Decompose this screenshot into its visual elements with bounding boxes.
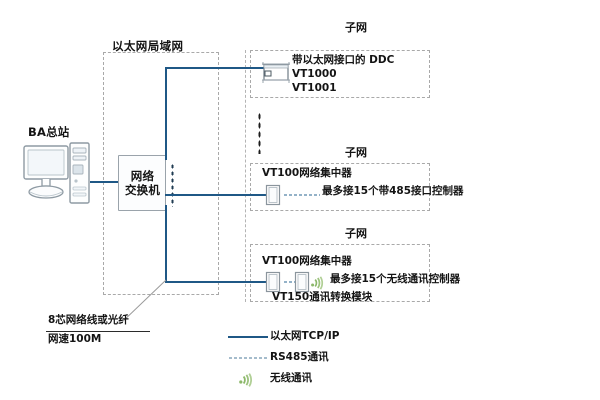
vt150-converter-module-icon bbox=[294, 271, 310, 293]
subnet-column-guide bbox=[245, 50, 246, 302]
legend-label-rs485: RS485通讯 bbox=[270, 351, 329, 363]
switch-port-dots bbox=[171, 163, 174, 207]
ddc-text-line-2: VT1000 bbox=[292, 68, 337, 80]
subnet-title-3: 子网 bbox=[345, 227, 367, 240]
rs485-capacity-note: 最多接15个带485接口控制器 bbox=[322, 185, 464, 197]
legend-mark-wireless-icon bbox=[238, 369, 254, 387]
ddc-controller-icon bbox=[259, 60, 293, 86]
ethernet-lan-boundary bbox=[103, 52, 219, 295]
ethernet-wire-branch1-horizontal bbox=[165, 67, 270, 69]
rs485-dotted-link-2 bbox=[283, 281, 295, 283]
subnet-title-2: 子网 bbox=[345, 146, 367, 159]
lan-title: 以太网局域网 bbox=[112, 39, 184, 53]
vt100-hub-module-icon-2 bbox=[265, 271, 281, 293]
subnet-box-rs485-hub bbox=[250, 163, 430, 211]
network-switch-label-line2: 交换机 bbox=[124, 183, 161, 197]
ddc-text-line-3: VT1001 bbox=[292, 82, 337, 94]
legend-label-wireless: 无线通讯 bbox=[270, 372, 312, 384]
desktop-monitor-icon bbox=[22, 144, 74, 206]
ethernet-wire-branch3-horizontal bbox=[165, 281, 270, 283]
vt100-hub-label-rs485: VT100网络集中器 bbox=[262, 167, 352, 179]
ethernet-wire-branch3-vertical bbox=[165, 205, 167, 282]
cable-note-leader-line bbox=[119, 279, 190, 326]
rs485-dotted-link-1 bbox=[283, 194, 320, 196]
network-switch-node bbox=[118, 155, 166, 211]
ethernet-wire-branch1-vertical bbox=[165, 67, 167, 160]
ethernet-wire-branch2-horizontal bbox=[165, 194, 270, 196]
wireless-capacity-note: 最多接15个无线通讯控制器 bbox=[330, 273, 461, 285]
vt100-hub-module-icon bbox=[265, 184, 281, 206]
legend-label-ethernet: 以太网TCP/IP bbox=[270, 330, 340, 342]
subnet-box-ddc bbox=[250, 50, 430, 98]
subnet-box-wireless-hub bbox=[250, 244, 430, 302]
pc-tower-icon bbox=[68, 141, 92, 207]
legend-mark-ethernet bbox=[228, 336, 268, 338]
wireless-signal-icon bbox=[310, 272, 324, 290]
cable-note-line-1: 8芯网络线或光纤 bbox=[48, 314, 129, 326]
ethernet-wire-station-to-switch bbox=[90, 181, 119, 183]
ddc-text-line-1: 带以太网接口的 DDC bbox=[292, 54, 395, 66]
legend-mark-rs485 bbox=[228, 357, 268, 359]
network-switch-label-line1: 网络 bbox=[130, 168, 155, 183]
more-subnets-ellipsis bbox=[258, 112, 261, 154]
vt150-converter-label: VT150通讯转换模块 bbox=[272, 291, 373, 303]
subnet-title-1: 子网 bbox=[345, 21, 367, 34]
ba-station-label: BA总站 bbox=[28, 125, 70, 139]
cable-note-underline bbox=[46, 331, 150, 332]
vt100-hub-label-wireless: VT100网络集中器 bbox=[262, 255, 352, 267]
cable-note-line-2: 网速100M bbox=[48, 333, 102, 345]
network-switch-label: 网络 交换机 bbox=[119, 157, 166, 209]
